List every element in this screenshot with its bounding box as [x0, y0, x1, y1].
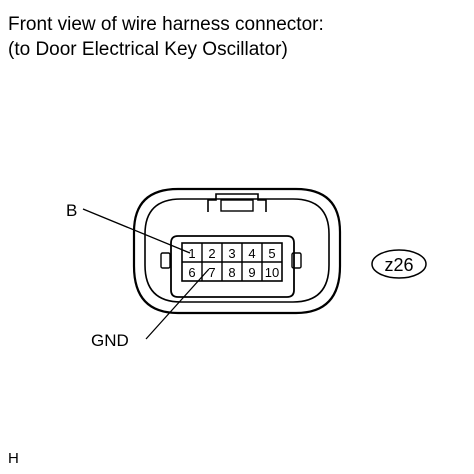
- connector-code-badge: [371, 249, 427, 279]
- pin-label: 9: [248, 265, 255, 280]
- pin-label: 8: [228, 265, 235, 280]
- connector-lock-slot: [220, 199, 254, 212]
- connector-code: z26: [384, 255, 413, 275]
- leader-line-b: [82, 208, 191, 254]
- footer-mark: H: [8, 450, 19, 467]
- pin-label: 5: [268, 246, 275, 261]
- pin-label: 10: [265, 265, 279, 280]
- connector-side-key-right: [291, 252, 302, 269]
- caption-line-1: Front view of wire harness connector:: [8, 14, 324, 35]
- caption-line-2: (to Door Electrical Key Oscillator): [8, 39, 288, 60]
- pin-label: 2: [208, 246, 215, 261]
- pin-label: 3: [228, 246, 235, 261]
- pin-label: 6: [188, 265, 195, 280]
- connector-side-key-left: [160, 252, 171, 269]
- pin-label: 1: [188, 246, 195, 261]
- pin-cavity-frame: [170, 235, 295, 298]
- leader-line-gnd: [145, 268, 210, 340]
- connector-housing-outer: [132, 187, 342, 315]
- label-b: B: [66, 201, 77, 220]
- connector-housing-inner: [144, 198, 330, 303]
- label-gnd: GND: [91, 331, 129, 350]
- pin-label: 7: [208, 265, 215, 280]
- connector-lock-tab: [207, 193, 267, 212]
- diagram-caption: Front view of wire harness connector: (t…: [8, 12, 324, 62]
- pin-label: 4: [248, 246, 255, 261]
